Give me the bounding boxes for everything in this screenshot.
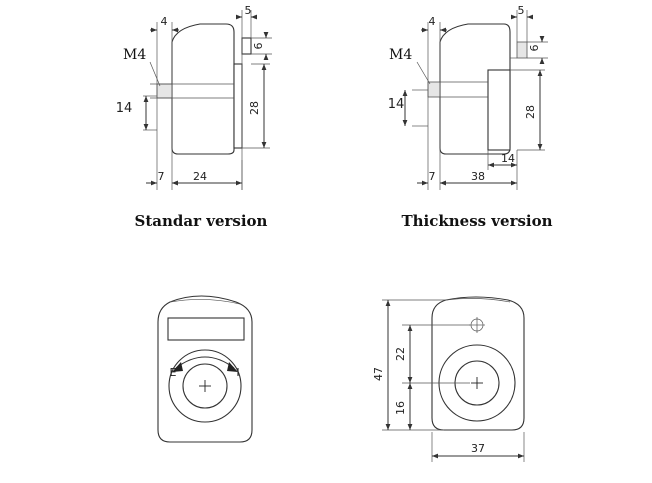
- thickness-side-view: 4 5 6 28 14 M4 14 7 38: [388, 4, 548, 190]
- caption-thickness-version: Thickness version: [401, 212, 552, 230]
- rotate-arrow-left-icon: [172, 362, 183, 372]
- standard-dim-7: 7: [158, 170, 165, 183]
- rotate-arrow-right-icon: [227, 362, 238, 372]
- standard-side-view: 4 5 6 28 14 M4 7 24: [116, 4, 272, 190]
- front-view: E I: [157, 295, 253, 443]
- thickness-rear-shaft: [516, 41, 528, 59]
- dim-47: 47: [372, 367, 385, 381]
- standard-dim-28: 28: [248, 101, 261, 115]
- dim-37: 37: [471, 442, 485, 455]
- thickness-dim-14-left: 14: [388, 97, 405, 112]
- thickness-dim-6: 6: [528, 45, 541, 52]
- thickness-screw-post: [427, 81, 441, 98]
- standard-mount-plate: [233, 63, 243, 149]
- standard-dim-14: 14: [116, 101, 133, 116]
- thickness-dim-28: 28: [524, 105, 537, 119]
- standard-dim-6: 6: [252, 43, 265, 50]
- front-dimensioned-view: 47 22 16 37: [372, 296, 525, 462]
- thickness-spacer: [487, 69, 511, 151]
- standard-screw-post: [156, 83, 173, 99]
- standard-thread-label: M4: [123, 47, 146, 63]
- thickness-dim-14-bottom: 14: [501, 152, 515, 165]
- thickness-dim-38: 38: [471, 170, 485, 183]
- display-window: [167, 317, 245, 341]
- thickness-dim-4: 4: [429, 15, 436, 28]
- standard-dim-5: 5: [245, 4, 252, 17]
- standard-dim-4: 4: [161, 15, 168, 28]
- thickness-dim-7: 7: [429, 170, 436, 183]
- dim-16: 16: [394, 401, 407, 415]
- thickness-thread-label: M4: [389, 47, 412, 63]
- thickness-dim-5: 5: [518, 4, 525, 17]
- caption-standard-version: Standar version: [135, 212, 268, 230]
- dim-22: 22: [394, 347, 407, 361]
- standard-dim-24: 24: [193, 170, 207, 183]
- standard-rear-shaft: [241, 37, 252, 55]
- standard-housing: [171, 23, 235, 155]
- front-label-i: I: [236, 366, 239, 379]
- front-label-e: E: [170, 366, 177, 379]
